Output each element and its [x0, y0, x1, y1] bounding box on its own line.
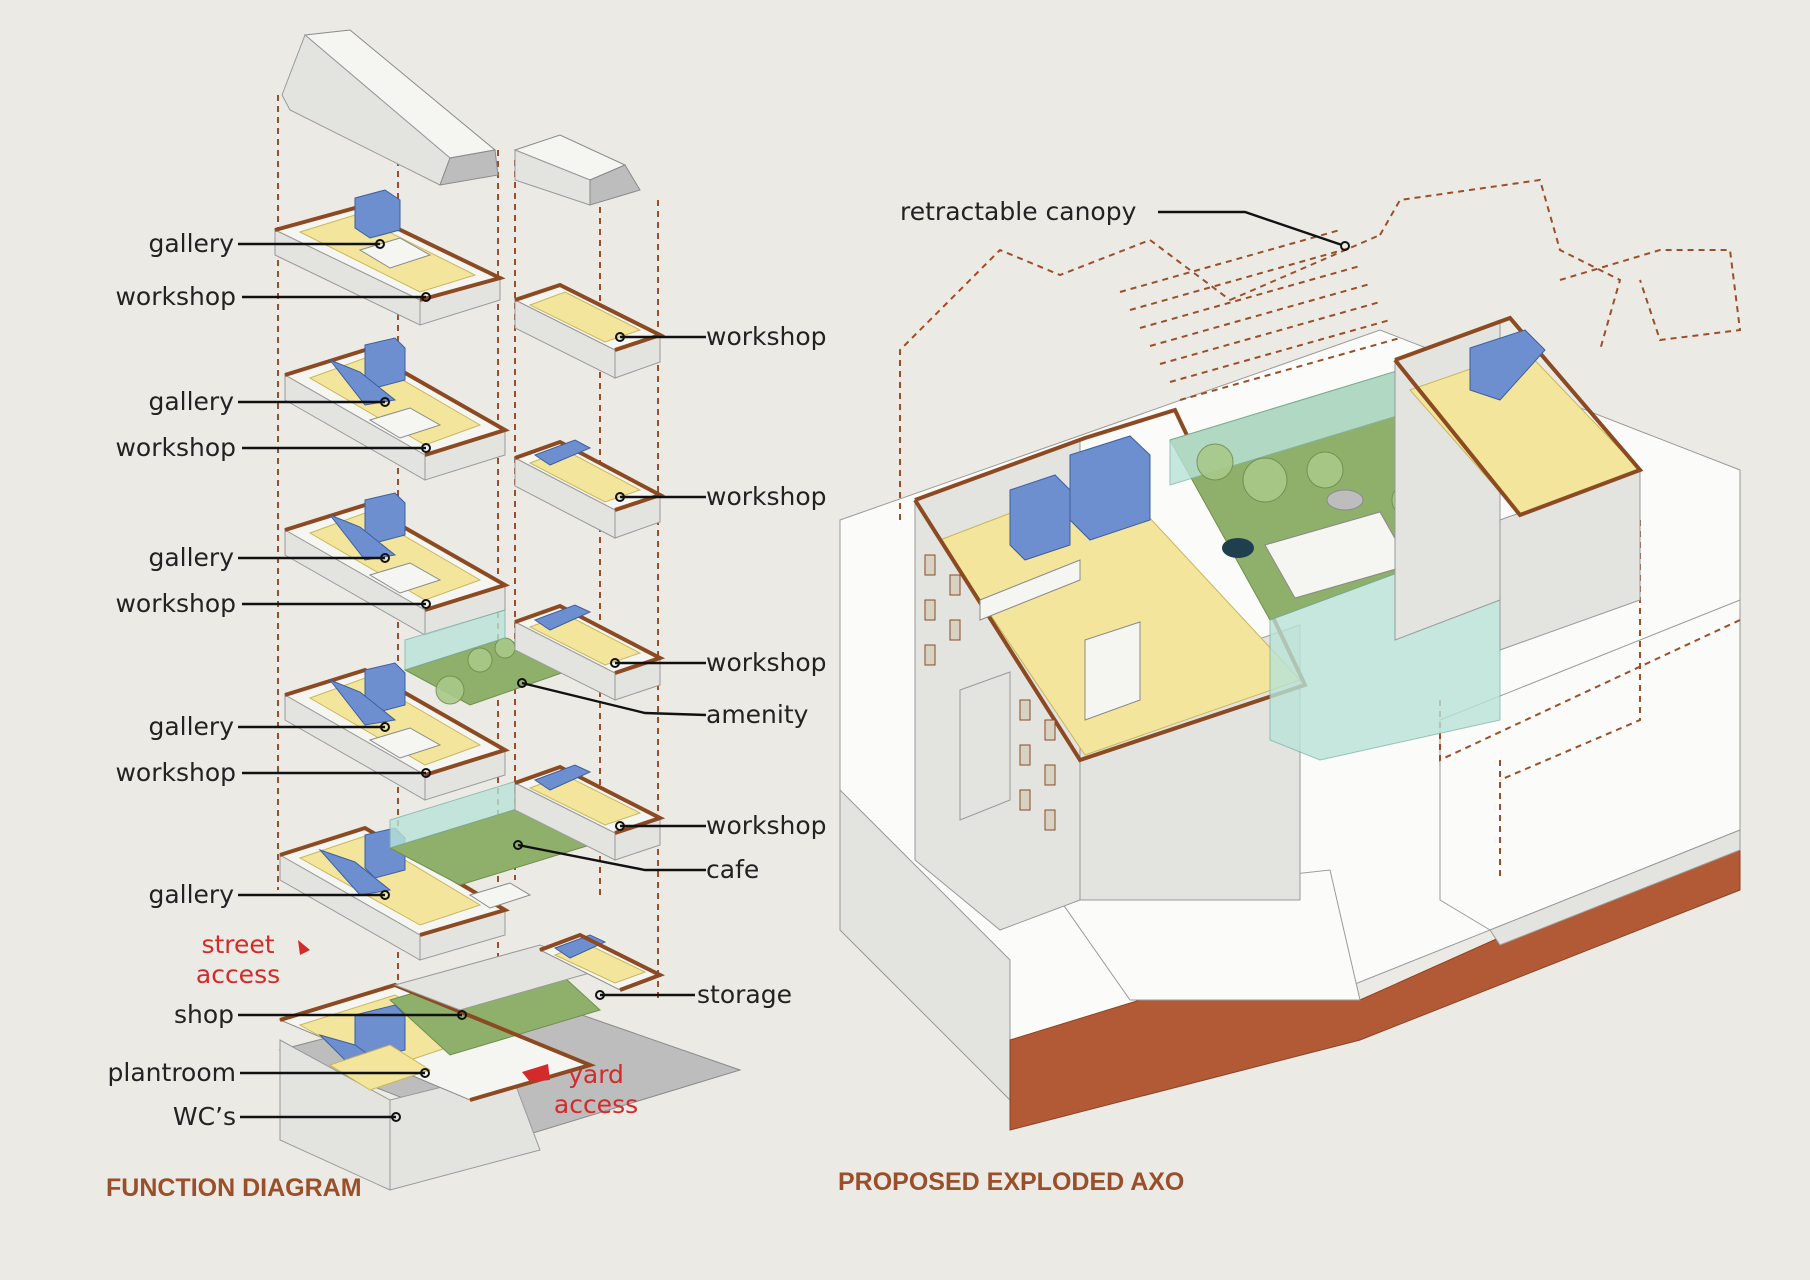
- label-workshop-1: workshop: [115, 282, 236, 311]
- label-storage: storage: [697, 980, 792, 1009]
- label-wcs: WC’s: [173, 1102, 236, 1131]
- label-annex-workshop-2: workshop: [706, 482, 827, 511]
- label-street: street: [201, 930, 274, 959]
- label-gallery-1: gallery: [148, 229, 234, 258]
- label-gallery-2: gallery: [148, 387, 234, 416]
- main-building: [913, 407, 1308, 931]
- yard-access-arrow: [522, 1064, 550, 1082]
- main-roof: [281, 29, 499, 186]
- label-cafe: cafe: [706, 855, 759, 884]
- left-labels: gallery workshop gallery workshop galler…: [108, 229, 236, 1131]
- main-floor-stack: [273, 189, 742, 1191]
- label-retractable-canopy: retractable canopy: [900, 197, 1137, 226]
- label-annex-workshop-1: workshop: [706, 322, 827, 351]
- access-labels: street access yard access: [196, 930, 638, 1119]
- label-gallery-4: gallery: [148, 712, 234, 741]
- annex-floor-level-3: [513, 603, 666, 701]
- label-workshop-4: workshop: [115, 758, 236, 787]
- main-floor-level-6: [273, 189, 506, 326]
- annex-roof: [513, 134, 641, 206]
- axo-leaders: [1158, 210, 1350, 251]
- label-gallery-3: gallery: [148, 543, 234, 572]
- label-annex-workshop-4: workshop: [706, 811, 827, 840]
- label-workshop-3: workshop: [115, 589, 236, 618]
- ghost-roof-outline: [899, 178, 1742, 880]
- label-workshop-2: workshop: [115, 433, 236, 462]
- right-labels: workshop workshop workshop amenity works…: [697, 322, 827, 1009]
- main-floor-level-2: [278, 779, 592, 961]
- main-floor-level-4: [283, 492, 510, 636]
- function-diagram-title: FUNCTION DIAGRAM: [106, 1174, 362, 1202]
- annex-floor-stack: [513, 282, 666, 992]
- annex-building: [1393, 315, 1644, 651]
- exploded-axo: retractable canopy PROPOSED EXPLODED AXO: [838, 178, 1742, 1196]
- main-floor-level-5: [283, 337, 510, 481]
- annex-floor-level-5: [513, 439, 666, 539]
- label-plantroom: plantroom: [108, 1058, 236, 1087]
- left-leaders: [238, 239, 467, 1122]
- label-amenity: amenity: [706, 700, 809, 729]
- label-shop: shop: [174, 1000, 234, 1029]
- label-annex-workshop-3: workshop: [706, 648, 827, 677]
- annex-floor-ground: [538, 932, 665, 992]
- exploded-axo-title: PROPOSED EXPLODED AXO: [838, 1168, 1184, 1196]
- annex-floor-level-6: [513, 282, 666, 379]
- label-yard-access: access: [554, 1090, 638, 1119]
- annex-floor-level-2: [513, 764, 666, 861]
- function-diagram: gallery workshop gallery workshop galler…: [106, 29, 827, 1202]
- label-yard: yard: [568, 1060, 624, 1089]
- main-floor-ground: [278, 944, 742, 1191]
- right-leaders: [513, 332, 707, 1000]
- label-street-access: access: [196, 960, 280, 989]
- facade-windows: [924, 554, 1056, 831]
- label-gallery-5: gallery: [148, 880, 234, 909]
- street-access-arrow: [298, 940, 310, 955]
